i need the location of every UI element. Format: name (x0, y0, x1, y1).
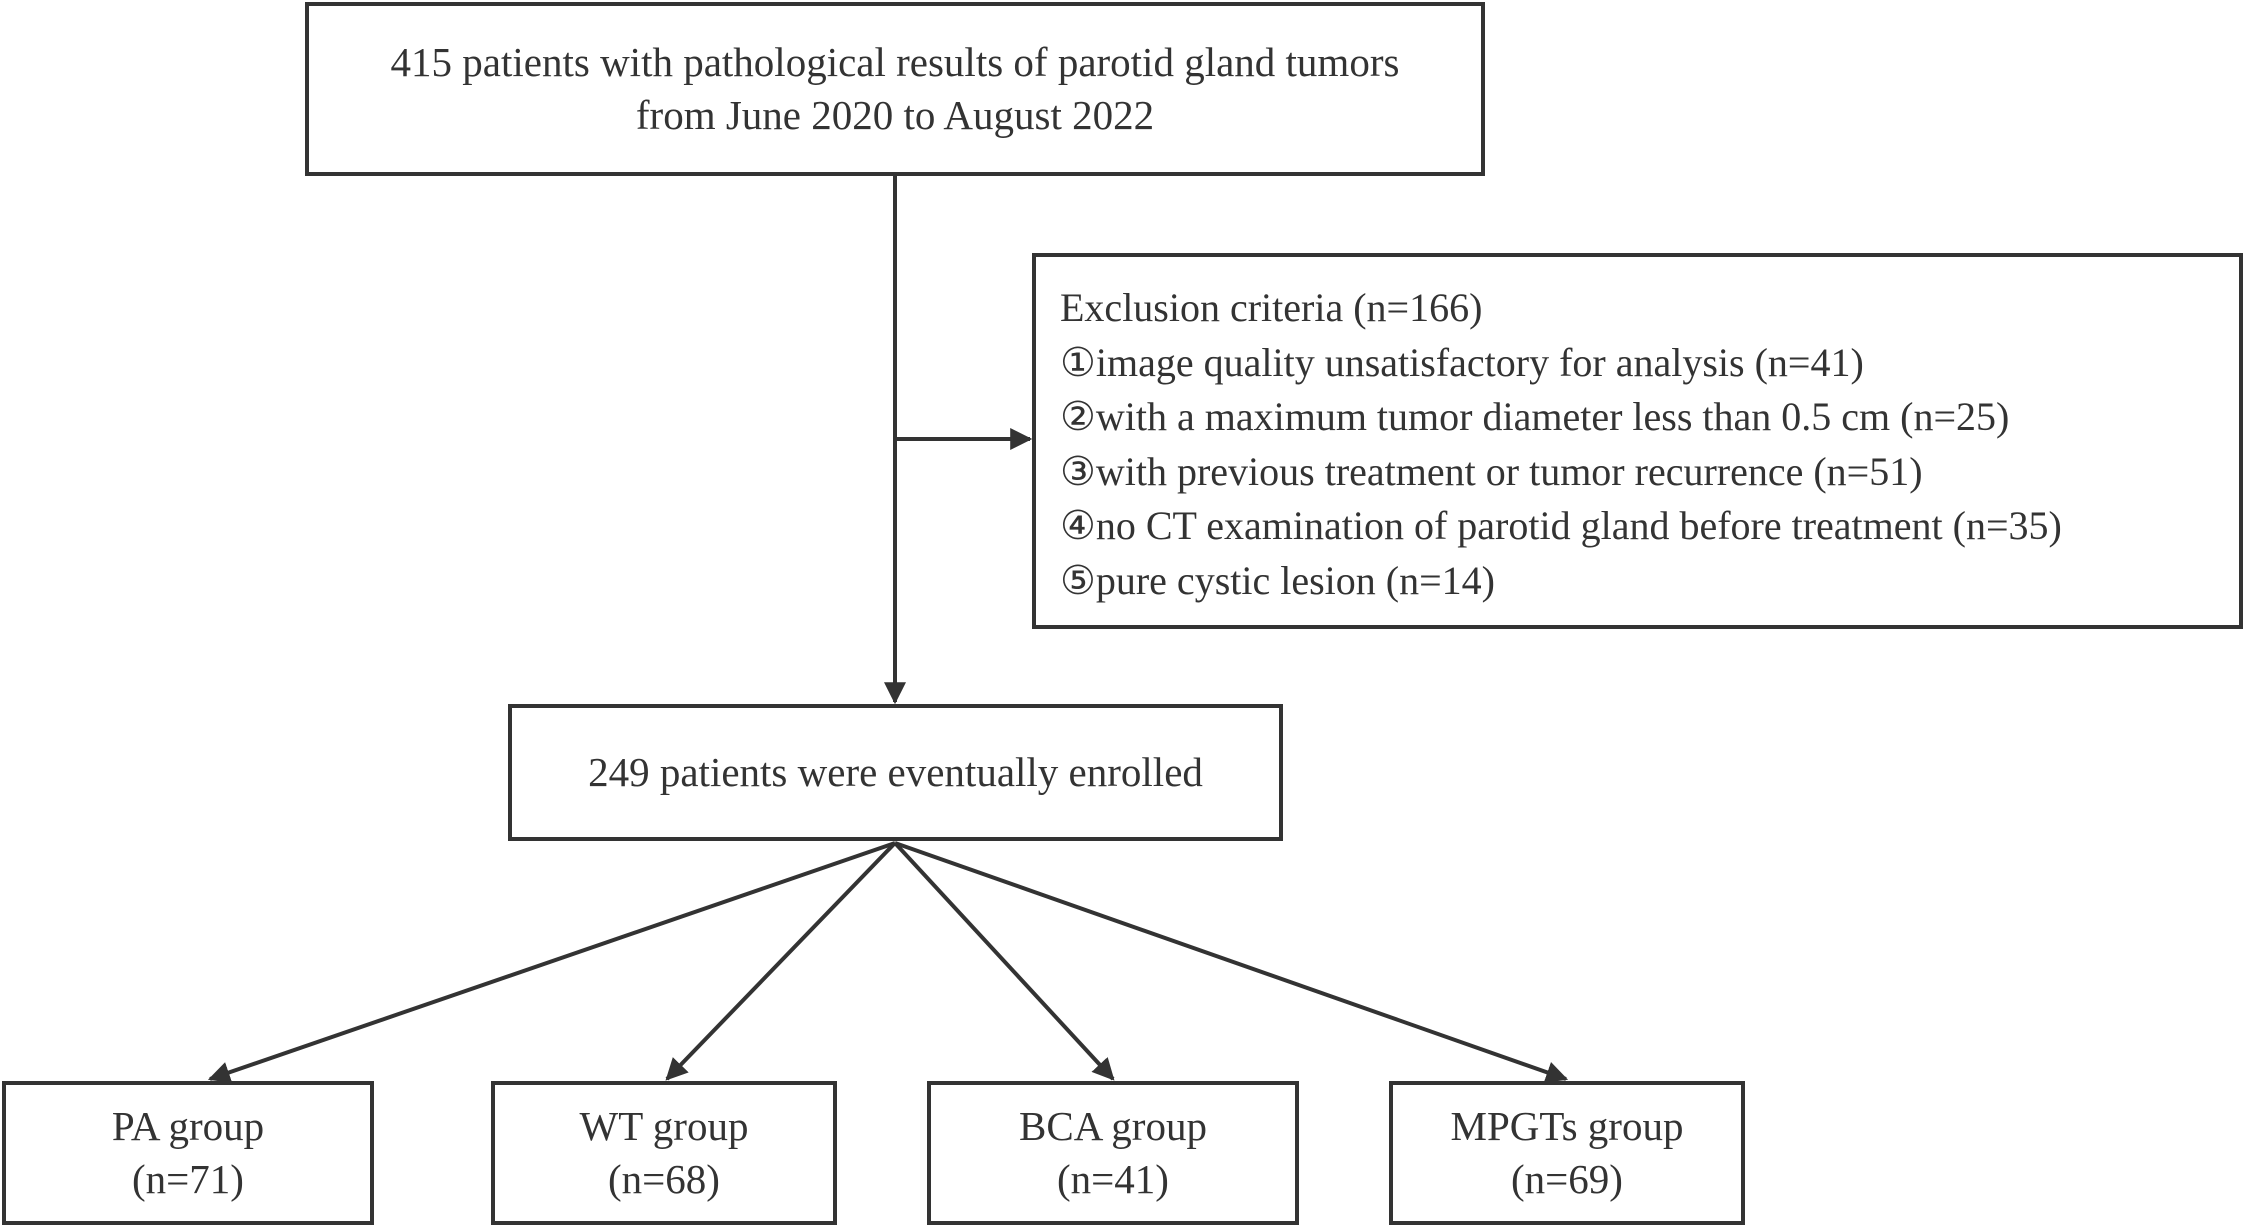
arrow-to-wt (665, 841, 897, 1081)
group-name: MPGTs group (1450, 1103, 1684, 1149)
enrolled-box: 249 patients were eventually enrolled (508, 704, 1283, 841)
exclusion-criteria-box: Exclusion criteria (n=166) ①image qualit… (1032, 253, 2243, 629)
enrolled-label: 249 patients were eventually enrolled (588, 749, 1203, 795)
exclusion-item: ⑤pure cystic lesion (n=14) (1060, 557, 1495, 603)
group-count: (n=41) (1057, 1156, 1169, 1202)
exclusion-item: ④no CT examination of parotid gland befo… (1060, 503, 2062, 548)
group-count: (n=69) (1511, 1156, 1623, 1202)
initial-population-box: 415 patients with pathological results o… (305, 2, 1485, 176)
wt-group-box: WT group (n=68) (491, 1081, 837, 1225)
arrow-to-mpgts (894, 841, 1569, 1083)
pa-group-box: PA group (n=71) (2, 1081, 374, 1225)
initial-population-line-2: from June 2020 to August 2022 (635, 92, 1155, 138)
exclusion-item: ③with previous treatment or tumor recurr… (1060, 448, 1923, 494)
group-name: BCA group (1019, 1103, 1207, 1149)
exclusion-item: ②with a maximum tumor diameter less than… (1060, 394, 2010, 439)
arrow-to-pa (207, 841, 896, 1083)
exclusion-criteria-title: Exclusion criteria (n=166) (1060, 285, 1483, 330)
initial-population-line-1: 415 patients with pathological results o… (390, 39, 1400, 85)
group-name: WT group (579, 1103, 749, 1149)
group-count: (n=71) (132, 1156, 244, 1202)
bca-group-box: BCA group (n=41) (927, 1081, 1299, 1225)
group-name: PA group (111, 1103, 265, 1149)
exclusion-item: ①image quality unsatisfactory for analys… (1060, 339, 1864, 385)
arrow-to-bca (893, 841, 1115, 1081)
group-count: (n=68) (608, 1156, 720, 1202)
mpgts-group-box: MPGTs group (n=69) (1389, 1081, 1745, 1225)
